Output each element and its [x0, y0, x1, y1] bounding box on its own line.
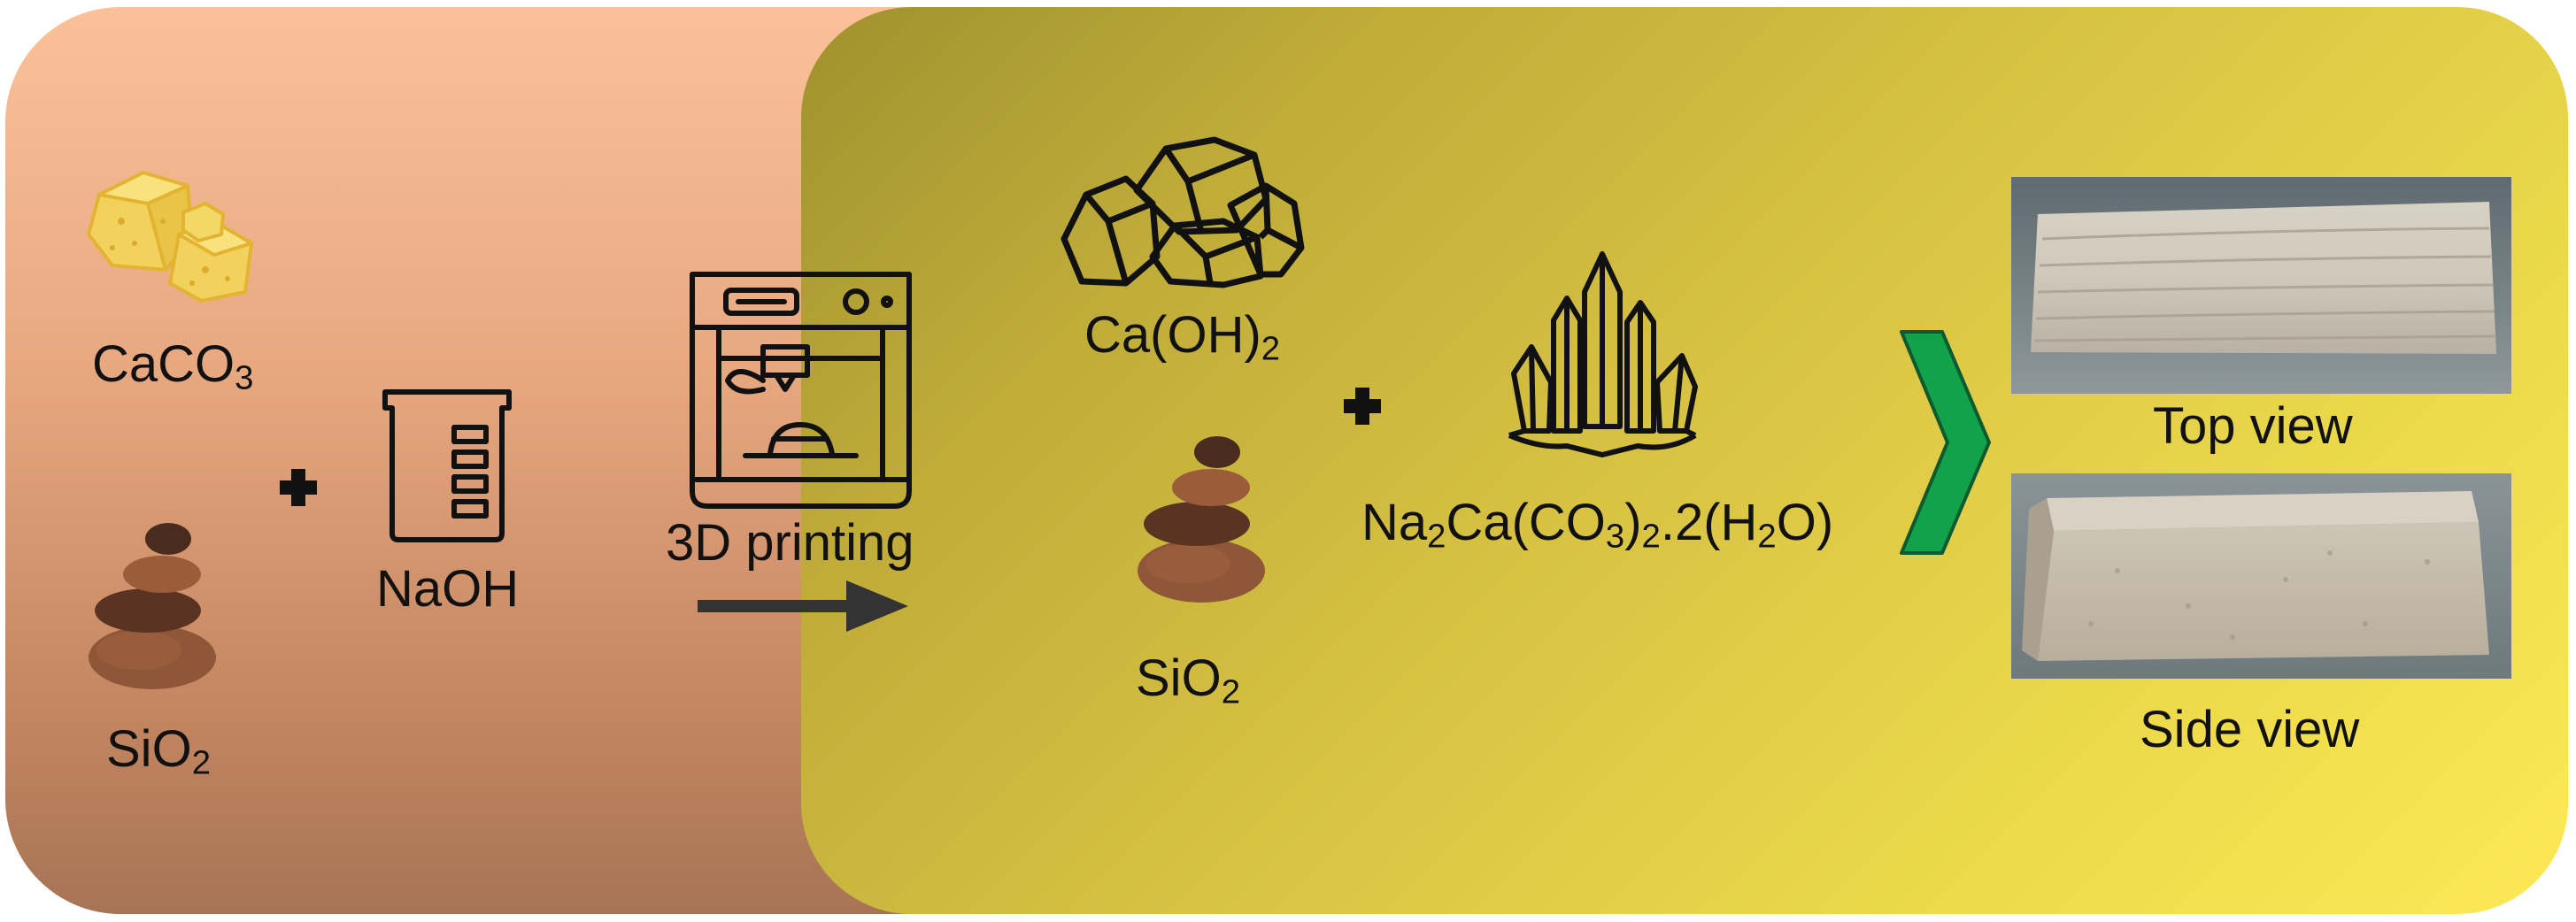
- stacked-stones-icon: [1138, 436, 1265, 603]
- side-view-photo: [2011, 473, 2511, 679]
- beaker-icon: [382, 389, 512, 542]
- crystal-cluster-icon: [1508, 251, 1698, 457]
- plus-icon: [280, 469, 317, 506]
- top-view-label: Top view: [2153, 397, 2353, 455]
- 3d-printing-label: 3D printing: [666, 514, 914, 572]
- caoh2-label: Ca(OH)2: [1084, 306, 1281, 368]
- sio2-left-label: SiO2: [106, 720, 211, 782]
- plus-icon: [1344, 388, 1381, 425]
- right-arrow-icon: [698, 580, 908, 632]
- naoh-label: NaOH: [376, 560, 520, 618]
- sio2-right-label: SiO2: [1136, 649, 1240, 711]
- chevron-right-icon: [1900, 330, 1991, 555]
- crystal-rock-icon: [87, 171, 253, 303]
- caco3-label: CaCO3: [92, 335, 254, 397]
- 3d-printer-icon: [690, 272, 912, 509]
- side-view-label: Side view: [2140, 701, 2360, 758]
- products-panel: [801, 7, 2568, 914]
- rock-pile-icon: [1060, 136, 1305, 288]
- top-view-photo: [2011, 177, 2511, 394]
- stacked-stones-icon: [89, 523, 216, 689]
- product-formula-label: Na2Ca(CO3)2.2(H2O): [1361, 494, 1834, 556]
